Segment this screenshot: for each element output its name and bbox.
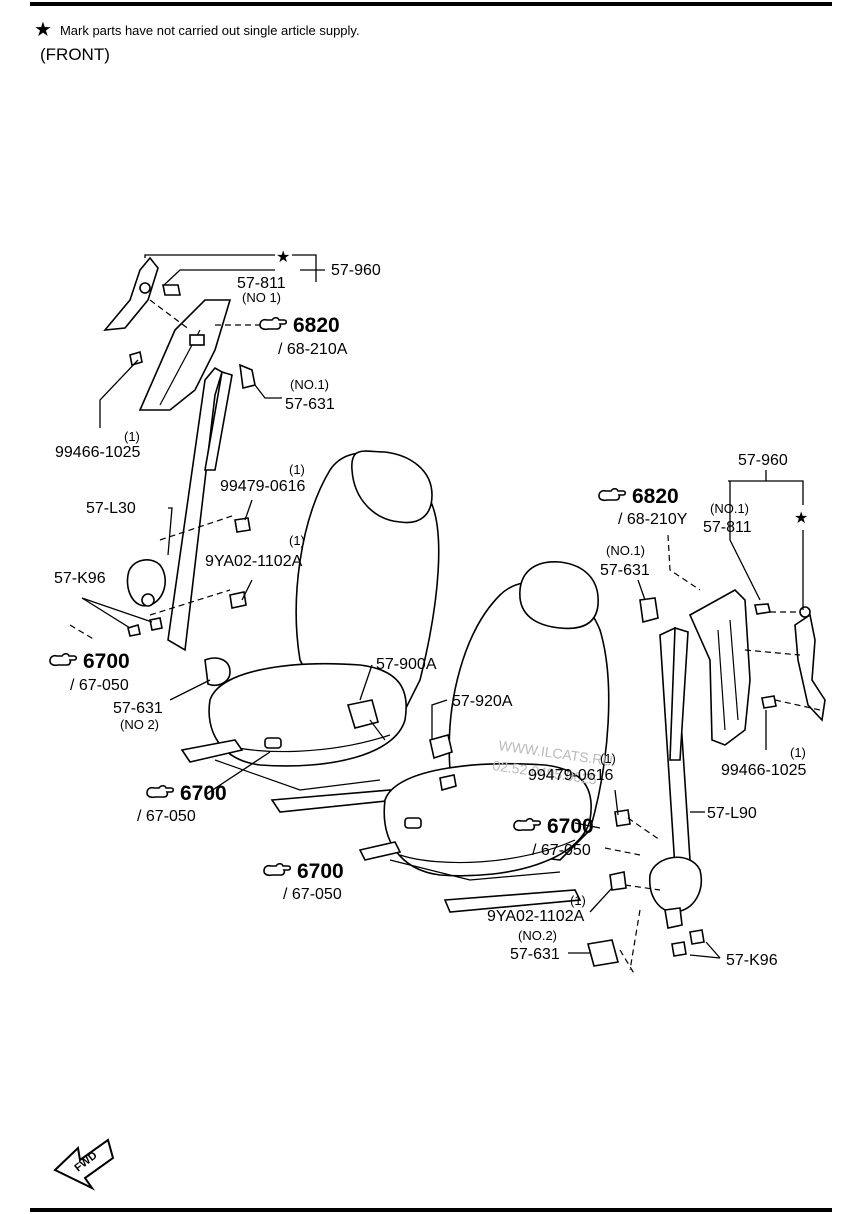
star-icon: ★ xyxy=(34,19,52,41)
label-57-811-note-right: (NO.1) xyxy=(710,501,749,516)
label-9YA02-qty-right: (1) xyxy=(570,893,586,908)
view-label: (FRONT) xyxy=(40,45,110,64)
ref-6700-left-b[interactable]: 6700 xyxy=(180,782,227,805)
ref-6700-left-a[interactable]: 6700 xyxy=(83,650,130,673)
label-57-631-left: 57-631 xyxy=(285,396,335,413)
label-99466-qty-right: (1) xyxy=(790,745,806,760)
supply-note: ★ Mark parts have not carried out single… xyxy=(34,20,360,40)
label-99466-left: 99466-1025 xyxy=(55,444,141,461)
supply-note-text: Mark parts have not carried out single a… xyxy=(59,22,360,38)
label-57-960-right: 57-960 xyxy=(738,452,788,469)
right-leader-lines xyxy=(431,470,821,976)
bottom-rule xyxy=(30,1208,832,1212)
label-9YA02-left: 9YA02-1102A xyxy=(205,553,303,570)
left-seat xyxy=(180,450,440,813)
ref-6700-sub-left-b[interactable]: / 67-050 xyxy=(137,808,196,825)
left-buckle xyxy=(346,699,386,741)
right-pillar-trim xyxy=(688,589,751,746)
label-57-631-note-left: (NO.1) xyxy=(290,377,329,392)
label-9YA02-qty-left: (1) xyxy=(289,533,305,548)
top-rule xyxy=(30,2,832,6)
ref-6820-sub-right[interactable]: / 68-210Y xyxy=(618,511,688,528)
star-icon: ★ xyxy=(276,249,290,266)
label-9YA02-right: 9YA02-1102A xyxy=(487,908,585,925)
right-anchor-bracket xyxy=(754,603,826,722)
label-57-K96-left: 57-K96 xyxy=(54,570,106,587)
label-57-920A: 57-920A xyxy=(452,693,513,710)
ref-6820-sub-left[interactable]: / 68-210A xyxy=(278,341,348,358)
label-99479-qty-right: (1) xyxy=(600,751,616,766)
ref-6700-right-a[interactable]: 6700 xyxy=(547,815,594,838)
label-57-631-b-left: 57-631 xyxy=(113,700,163,717)
label-99479-qty-left: (1) xyxy=(289,462,305,477)
label-57-631-note-right: (NO.1) xyxy=(606,543,645,558)
ref-6700-right-b[interactable]: 6700 xyxy=(297,860,344,883)
label-57-K96-right: 57-K96 xyxy=(726,952,778,969)
reference-hand-icon xyxy=(263,862,292,877)
reference-hand-icon xyxy=(259,316,288,331)
left-anchor-bracket xyxy=(103,256,181,331)
label-99479-right: 99479-0616 xyxy=(528,767,614,784)
label-57-960-left: 57-960 xyxy=(331,262,381,279)
star-icon: ★ xyxy=(794,510,808,527)
label-57-900A: 57-900A xyxy=(376,656,437,673)
ref-6700-sub-right-a[interactable]: / 67-050 xyxy=(532,842,591,859)
label-57-811-right: 57-811 xyxy=(703,519,752,536)
label-57-631-right: 57-631 xyxy=(600,562,650,579)
ref-6700-sub-right-b[interactable]: / 67-050 xyxy=(283,886,342,903)
ref-6820-right[interactable]: 6820 xyxy=(632,485,679,508)
left-belt xyxy=(126,350,256,652)
label-57-811-note-left: (NO 1) xyxy=(242,290,281,305)
label-57-631-b-note-left: (NO 2) xyxy=(120,717,159,732)
label-99466-qty-left: (1) xyxy=(124,429,140,444)
reference-hand-icon xyxy=(146,784,175,799)
right-belt xyxy=(586,597,705,967)
fwd-arrow-icon: FWD xyxy=(53,1138,115,1191)
label-57-L90: 57-L90 xyxy=(707,805,757,822)
label-99479-left: 99479-0616 xyxy=(220,478,306,495)
label-57-631-b-note-right: (NO.2) xyxy=(518,928,557,943)
label-57-631-b-right: 57-631 xyxy=(510,946,560,963)
left-leader-lines xyxy=(69,254,373,796)
label-57-811-left: 57-811 xyxy=(237,275,286,292)
label-99466-right: 99466-1025 xyxy=(721,762,807,779)
reference-hand-icon xyxy=(49,652,78,667)
reference-hand-icon xyxy=(598,487,627,502)
ref-6700-sub-left-a[interactable]: / 67-050 xyxy=(70,677,129,694)
ref-6820-left[interactable]: 6820 xyxy=(293,314,340,337)
right-seat xyxy=(358,561,610,913)
label-57-L30: 57-L30 xyxy=(86,500,136,517)
left-pillar-trim xyxy=(138,299,232,411)
